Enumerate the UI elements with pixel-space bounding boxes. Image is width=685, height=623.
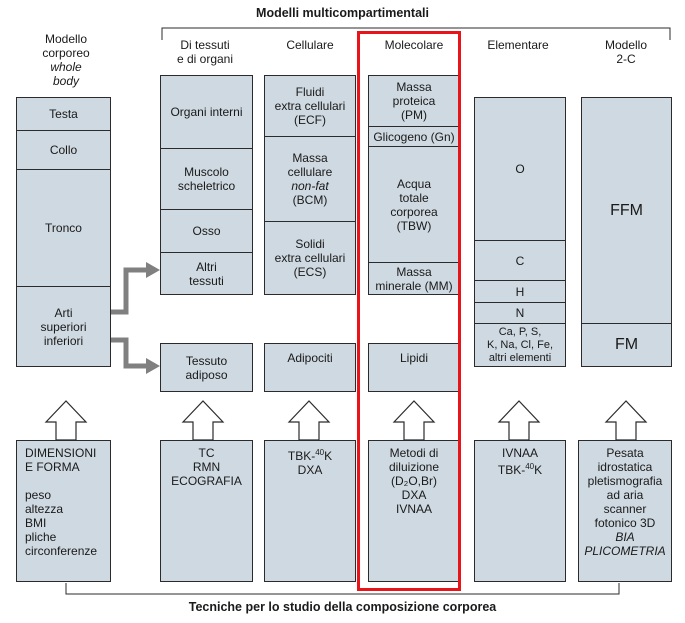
bottom-title: Tecniche per lo studio della composizion… [188, 600, 497, 614]
heading-elemental: Elementare [487, 38, 549, 52]
molecular-highlight [357, 31, 461, 591]
item-massa-proteica: Massa proteica (PM) [392, 80, 436, 122]
cellular-box: Fluidi extra cellulari (ECF) Massa cellu… [264, 75, 356, 295]
item-osso: Osso [192, 224, 221, 238]
item-n: N [515, 306, 525, 320]
item-lipidi: Lipidi [399, 351, 429, 365]
item-adipociti: Adipociti [287, 351, 333, 365]
tech-cellular-text: TBK-40K DXA [287, 448, 333, 477]
arrow-to-altri-tessuti [110, 267, 148, 315]
arrow-head-down [146, 358, 160, 374]
tissue-lower-box: Tessuto adiposo [160, 343, 253, 392]
top-title: Modelli multicompartimentali [256, 6, 429, 20]
tech-two-c: Pesata idrostatica pletismografia ad ari… [578, 440, 672, 582]
heading-molecular: Molecolare [384, 38, 444, 52]
heading-whole-body: Modello corporeo whole body [42, 32, 90, 88]
item-acqua-totale: Acqua totale corporea (TBW) [390, 176, 438, 233]
cellular-lower-box: Adipociti [264, 343, 356, 392]
item-altri-elementi: Ca, P, S, K, Na, Cl, Fe, altri elementi [486, 325, 554, 364]
tech-two-c-text: Pesata idrostatica pletismografia ad ari… [584, 446, 666, 558]
item-collo: Collo [49, 143, 78, 157]
molecular-box: Massa proteica (PM) Glicogeno (Gn) Acqua… [368, 75, 460, 295]
whole-body-box: Testa Collo Tronco Arti superiori inferi… [16, 97, 111, 367]
item-glicogeno: Glicogeno (Gn) [373, 129, 455, 144]
top-bracket [161, 27, 671, 40]
item-testa: Testa [49, 107, 78, 121]
tech-molecular: Metodi di diluizione (D₂O,Br) DXA IVNAA [368, 440, 460, 582]
tissue-box: Organi interni Muscolo scheletrico Osso … [160, 75, 253, 295]
item-altri-tessuti: Altri tessuti [189, 259, 224, 288]
heading-tissue: Di tessuti e di organi [176, 38, 234, 66]
item-muscolo: Muscolo scheletrico [177, 165, 236, 193]
bottom-bracket [65, 583, 620, 595]
up-arrow-tissue [181, 400, 225, 441]
tech-elemental-text: IVNAA TBK-40K [497, 446, 543, 477]
item-ecs: Solidi extra cellulari (ECS) [274, 237, 346, 279]
tech-elemental: IVNAA TBK-40K [474, 440, 566, 582]
item-ecf: Fluidi extra cellulari (ECF) [274, 85, 346, 127]
tech-whole-body: DIMENSIONI E FORMA peso altezza BMI plic… [16, 440, 111, 582]
item-h: H [515, 284, 525, 299]
up-arrow-elemental [497, 400, 541, 441]
item-massa-minerale: Massa minerale (MM) [375, 264, 453, 293]
heading-cellular: Cellulare [286, 38, 334, 52]
up-arrow-whole-body [44, 400, 88, 441]
elemental-box: O C H N Ca, P, S, K, Na, Cl, Fe, altri e… [474, 97, 566, 367]
item-fm: FM [614, 336, 639, 353]
tech-whole-body-text: DIMENSIONI E FORMA peso altezza BMI plic… [25, 446, 98, 558]
item-bcm: Massa cellulare non-fat (BCM) [287, 151, 333, 207]
item-organi-interni: Organi interni [170, 105, 243, 119]
tech-cellular: TBK-40K DXA [264, 440, 356, 582]
tech-tissue: TC RMN ECOGRAFIA [160, 440, 253, 582]
tech-molecular-text: Metodi di diluizione (D₂O,Br) DXA IVNAA [388, 446, 440, 516]
item-o: O [515, 162, 525, 176]
arrow-to-tessuto-adiposo [110, 337, 148, 369]
item-tronco: Tronco [45, 221, 82, 235]
item-arti: Arti superiori inferiori [40, 305, 87, 348]
up-arrow-cellular [287, 400, 331, 441]
two-c-box: FFM FM [581, 97, 672, 367]
arrow-head-up [146, 262, 160, 278]
up-arrow-two-c [604, 400, 648, 441]
heading-two-c: Modello 2-C [604, 38, 648, 66]
up-arrow-molecular [392, 400, 436, 441]
item-tessuto-adiposo: Tessuto adiposo [185, 353, 228, 382]
item-c: C [515, 253, 525, 268]
tech-tissue-text: TC RMN ECOGRAFIA [171, 446, 242, 488]
item-ffm: FFM [610, 201, 643, 219]
